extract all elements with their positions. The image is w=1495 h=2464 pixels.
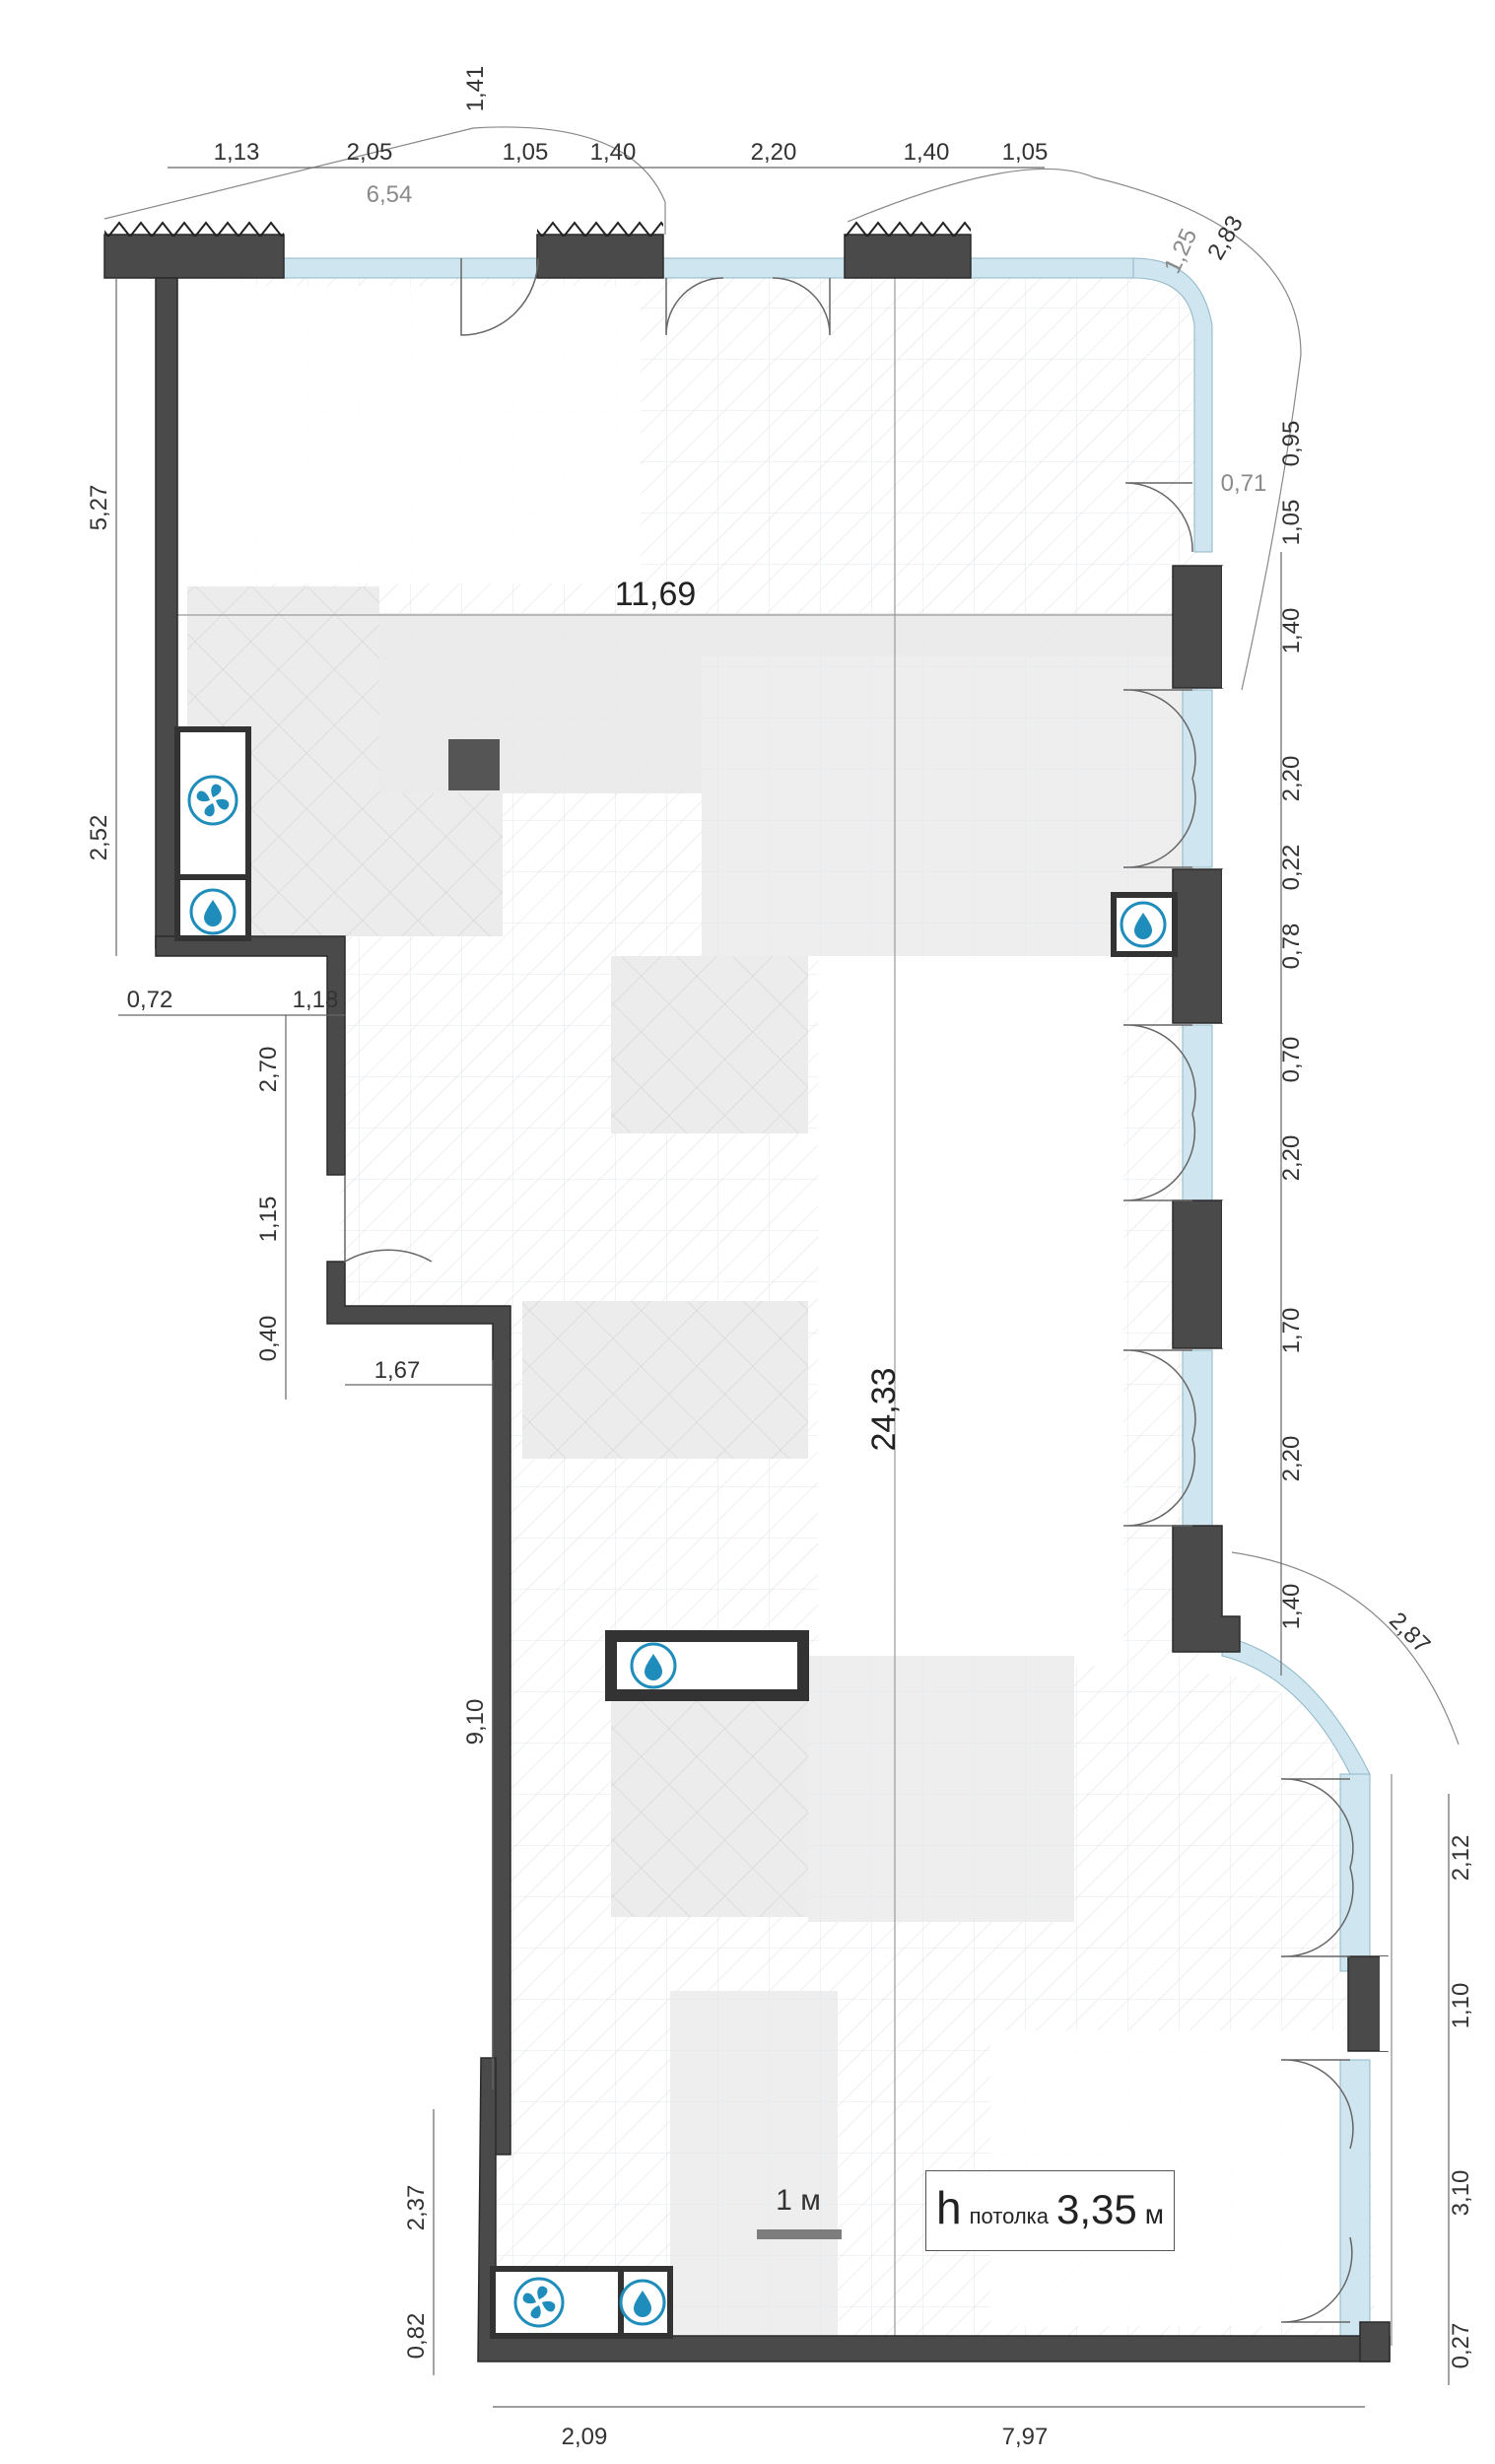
dim-top-grey: 6,54: [367, 181, 413, 208]
water-drop-icon: [189, 888, 237, 935]
dim-top-3: 1,41: [462, 66, 489, 112]
fan-icon: [513, 2277, 565, 2328]
dim-left-10: 2,37: [403, 2185, 430, 2231]
ceiling-unit: м: [1144, 2199, 1165, 2229]
main-dimensions: 11,69 24,33: [615, 576, 903, 1452]
scale-line: [757, 2229, 842, 2239]
dim-right-5: 1,05: [1278, 500, 1305, 546]
dim-top-2: 2,05: [347, 139, 393, 166]
dim-left-4: 1,18: [293, 987, 339, 1013]
fan-icon: [187, 775, 238, 826]
glazing: [283, 257, 1371, 2347]
scale-bar: 1 м: [749, 2184, 848, 2243]
total-length-label: 24,33: [865, 1367, 903, 1451]
balcony-outlines: [103, 126, 1460, 2346]
dim-right-9: 0,78: [1278, 924, 1305, 970]
dim-right-4: 0,71: [1221, 470, 1267, 497]
dim-right-8: 0,22: [1278, 845, 1305, 891]
dim-right-19: 0,27: [1448, 2323, 1474, 2369]
dim-right-11: 2,20: [1278, 1135, 1305, 1182]
dim-bottom-1: 2,09: [562, 2424, 608, 2450]
dim-left-3: 0,72: [127, 987, 173, 1013]
dim-right-16: 2,12: [1448, 1835, 1474, 1882]
ceiling-value: 3,35: [1056, 2186, 1137, 2232]
dim-top-8: 1,05: [1002, 139, 1049, 166]
dim-left-8: 1,67: [374, 1357, 421, 1384]
dim-right-14: 1,40: [1278, 1584, 1305, 1630]
dim-left-1: 5,27: [86, 485, 112, 531]
dim-left-2: 2,52: [86, 815, 112, 861]
bottom-dimensions: 2,09 7,97: [562, 2424, 1049, 2450]
dim-left-7: 0,40: [255, 1316, 282, 1362]
water-drop-icon: [619, 2279, 666, 2326]
dim-right-17: 1,10: [1448, 1983, 1474, 2029]
dim-left-6: 1,15: [255, 1197, 282, 1243]
dim-top-7: 1,40: [904, 139, 950, 166]
water-drop-icon: [630, 1642, 677, 1689]
dim-right-6: 1,40: [1278, 608, 1305, 654]
dim-top-1: 1,13: [214, 139, 260, 166]
dim-right-18: 3,10: [1448, 2170, 1474, 2217]
ceiling-height-box: h потолка 3,35 м: [925, 2170, 1175, 2251]
dim-right-12: 1,70: [1278, 1308, 1305, 1354]
ceiling-symbol: h: [935, 2182, 962, 2233]
water-drop-icon: [1120, 901, 1167, 948]
dim-left-11: 0,82: [403, 2313, 430, 2360]
doors: [344, 257, 1354, 2323]
dim-right-7: 2,20: [1278, 756, 1305, 802]
wall-texture: [104, 221, 1392, 2051]
total-width-label: 11,69: [615, 576, 697, 613]
dim-bottom-2: 7,97: [1002, 2424, 1049, 2450]
top-dimensions: 1,13 2,05 1,41 1,05 1,40 2,20 1,40 1,05 …: [214, 66, 1049, 208]
scale-label: 1 м: [776, 2184, 821, 2217]
dim-top-5: 1,40: [590, 139, 637, 166]
dim-right-13: 2,20: [1278, 1436, 1305, 1482]
dim-right-15: 2,87: [1384, 1608, 1435, 1659]
dim-left-9: 9,10: [462, 1699, 489, 1745]
dim-top-4: 1,05: [503, 139, 549, 166]
dim-right-3: 0,95: [1278, 421, 1305, 467]
dim-right-10: 0,70: [1278, 1037, 1305, 1083]
dim-left-5: 2,70: [255, 1047, 282, 1093]
axis-lines: [177, 278, 1183, 2348]
dimension-lines: [115, 167, 1450, 2408]
dim-right-2: 1,25: [1159, 225, 1202, 278]
dim-top-6: 2,20: [751, 139, 797, 166]
ceiling-label: потолка: [969, 2204, 1050, 2228]
left-dimensions: 5,27 2,52 0,72 1,18 2,70 1,15 0,40 1,67 …: [86, 485, 489, 2360]
